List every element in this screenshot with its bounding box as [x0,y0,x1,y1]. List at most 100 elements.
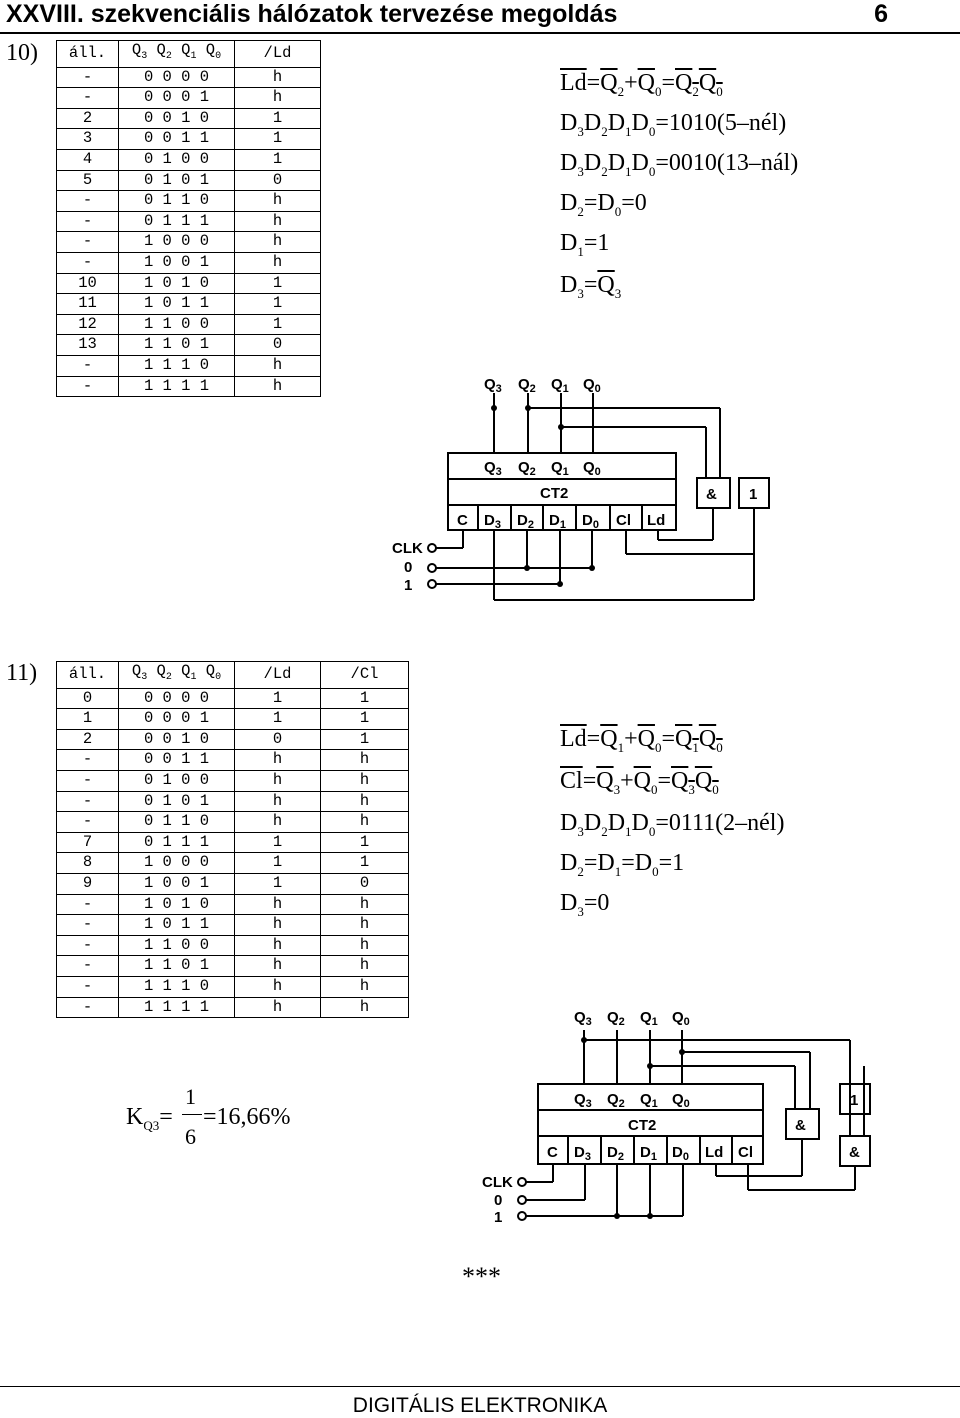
cl-pin-10: Cl [616,512,631,529]
table-cell: 1 1 1 1 [118,375,235,398]
table-cell: 0 1 0 0 [118,149,235,171]
eq-k-denominator: 6 [185,1124,196,1149]
clk-label-11: CLK [482,1174,513,1191]
table-cell: 1 1 0 1 [118,955,235,977]
eq-d2-d0: D2=D0=0 [560,190,647,219]
clk-label-10: CLK [392,540,423,557]
chip-name-11: CT2 [628,1117,656,1134]
table-cell: h [234,996,321,1019]
q2-pin-10: Q2 [518,459,536,478]
d1-pin-11: D1 [640,1144,657,1163]
problem-number-11: 11) [6,660,38,686]
q1-label-top-11: Q1 [640,1009,658,1028]
table-header-cell: /Ld [234,661,321,689]
and-gate-10: & [706,486,717,503]
d0-pin-10: D0 [582,512,599,531]
and-gate-11b: & [849,1144,860,1161]
table-cell: h [320,976,409,998]
chip-name-10: CT2 [540,485,568,502]
c-pin-11: C [547,1144,558,1161]
table-cell: 1 0 0 1 [118,252,235,274]
table-header-cell: áll. [56,40,119,68]
table-cell: 0 1 1 0 [118,190,235,212]
table-cell: 1 1 1 1 [118,996,235,1019]
table-header-cell: Q3 Q2 Q1 Q0 [118,661,235,689]
eq-k: KQ3= [126,1104,173,1133]
table-cell: 1 0 0 1 [118,873,235,895]
q0-label-top-10: Q0 [583,376,601,395]
table-cell: 1 1 1 0 [118,976,235,998]
table-cell: 1 1 0 1 [118,334,235,356]
eq-ld-11: Ld=Q1+Q0=Q1Q0 [560,726,723,755]
ld-pin-10: Ld [647,512,665,529]
d2-pin-11: D2 [607,1144,624,1163]
eq-load-value-2: D3D2D1D0=0010(13–nál) [560,150,799,179]
table-cell: h [320,790,409,813]
one-label-10: 1 [404,577,412,594]
table-cell: 0 0 1 0 [118,728,235,751]
q3-pin-11: Q3 [574,1091,592,1110]
q0-pin-11: Q0 [672,1091,690,1110]
table-cell: h [320,996,409,1019]
d0-pin-11: D0 [672,1144,689,1163]
q2-pin-11: Q2 [607,1091,625,1110]
fraction-bar [182,1114,202,1115]
q3-label-top-11: Q3 [574,1009,592,1028]
table-cell: 1 1 0 0 [118,313,235,336]
eq-d3: D3=Q3 [560,272,622,301]
cl-pin-11: Cl [738,1144,753,1161]
table-cell: h [234,375,321,398]
table-cell: 0 0 1 1 [118,749,235,772]
page-title: XXVIII. szekvenciális hálózatok tervezés… [6,0,618,28]
table-cell: 1 [320,687,409,710]
footer-text: DIGITÁLIS ELEKTRONIKA [352,1394,608,1417]
table-cell: h [320,914,409,936]
one-label-11: 1 [494,1209,502,1226]
table-header-cell: /Ld [234,40,321,68]
table-header-cell: Q3 Q2 Q1 Q0 [118,40,235,68]
one-gate-11: 1 [850,1092,858,1109]
eq-cl-11: Cl=Q3+Q0=Q3Q0 [560,768,719,797]
eq-ld-10: Ld=Q2+Q0=Q2Q0 [560,70,723,99]
q0-label-top-11: Q0 [672,1009,690,1028]
eq-d2-d1-d0: D2=D1=D0=1 [560,850,685,879]
q1-label-top-10: Q1 [551,376,569,395]
end-stars: *** [462,1262,501,1291]
zero-label-10: 0 [404,559,412,576]
eq-d3-11: D3=0 [560,890,610,919]
q3-pin-10: Q3 [484,459,502,478]
d1-pin-10: D1 [549,512,566,531]
table-cell: - [56,375,119,398]
table-cell: 0 1 1 1 [118,831,235,854]
table-header-cell: áll. [56,661,119,689]
d3-pin-10: D3 [484,512,501,531]
table-cell: 1 0 1 0 [118,893,235,916]
q0-pin-10: Q0 [583,459,601,478]
q2-label-top-11: Q2 [607,1009,625,1028]
eq-load-value-1: D3D2D1D0=1010(5–nél) [560,110,787,139]
eq-k-result: =16,66% [203,1104,291,1130]
d3-pin-11: D3 [574,1144,591,1163]
q2-label-top-10: Q2 [518,376,536,395]
zero-label-11: 0 [494,1192,502,1209]
q1-pin-10: Q1 [551,459,569,478]
table-cell: h [320,934,409,957]
table-header-row: áll.Q3 Q2 Q1 Q0/Ld/Cl [56,661,409,689]
